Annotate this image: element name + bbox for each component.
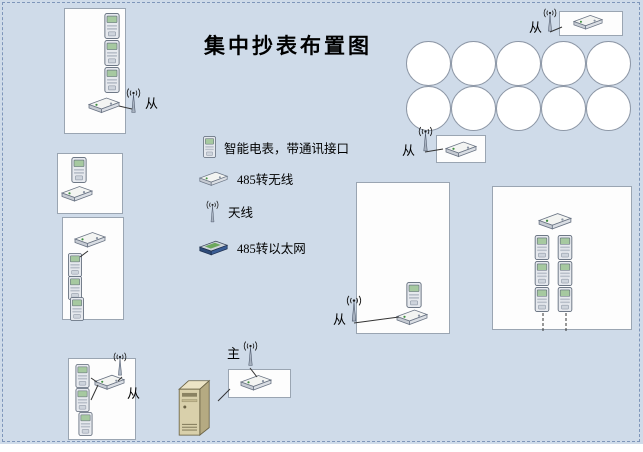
legend-label: 485转以太网	[237, 242, 306, 256]
rs485-to-wireless-icon	[444, 140, 478, 158]
legend-item-antenna: 天线	[205, 197, 253, 225]
coverage-circle	[451, 41, 496, 86]
device-group-box	[57, 153, 123, 214]
coverage-circle	[406, 86, 451, 131]
slave-label: 从	[145, 96, 159, 111]
meter-icon	[557, 287, 573, 312]
meter-icon	[557, 235, 573, 260]
meter-icon	[69, 297, 85, 321]
meter-icon	[75, 364, 90, 388]
meter-icon	[78, 412, 93, 436]
meter-icon	[203, 136, 216, 158]
meter-icon	[71, 157, 87, 183]
rs485-to-ethernet-icon	[198, 238, 229, 257]
rs485-to-wireless-icon	[73, 230, 107, 249]
computer-icon	[175, 377, 219, 437]
meter-icon	[104, 13, 120, 39]
page-title: 集中抄表布置图	[204, 34, 372, 58]
rs485-to-wireless-icon	[537, 211, 573, 231]
antenna-icon	[417, 123, 434, 154]
rs485-to-wireless-icon	[87, 96, 121, 114]
rs485-to-wireless-icon	[198, 170, 229, 187]
device-group-box	[356, 182, 450, 334]
meter-icon	[534, 287, 550, 312]
meter-icon	[67, 253, 83, 277]
coverage-circle	[541, 86, 586, 131]
rs485-to-wireless-icon	[60, 184, 94, 203]
bottom-margin	[0, 444, 643, 452]
legend-label: 485转无线	[237, 173, 294, 187]
legend-item-rs485-wireless: 485转无线	[198, 169, 293, 188]
slave-label: 从	[127, 386, 141, 401]
meter-icon	[104, 67, 120, 93]
rs485-to-wireless-icon	[572, 13, 604, 31]
slave-label: 从	[333, 312, 347, 327]
coverage-circle	[496, 41, 541, 86]
antenna-icon	[242, 337, 259, 369]
antenna-icon	[345, 291, 363, 325]
coverage-circle	[586, 41, 631, 86]
coverage-circle	[586, 86, 631, 131]
coverage-circle	[451, 86, 496, 131]
antenna-icon	[205, 197, 220, 225]
master-label: 主	[227, 346, 241, 361]
slave-label: 从	[529, 20, 543, 35]
meter-icon	[534, 261, 550, 286]
legend-item-meter: 智能电表，带通讯接口	[203, 136, 349, 158]
legend-item-rs485-ethernet: 485转以太网	[198, 238, 306, 257]
antenna-icon	[125, 85, 142, 115]
rs485-to-wireless-icon	[239, 373, 273, 392]
legend-label: 智能电表，带通讯接口	[224, 141, 350, 156]
coverage-circle	[406, 41, 451, 86]
slave-label: 从	[402, 143, 416, 158]
antenna-icon	[112, 349, 128, 378]
meter-icon	[534, 235, 550, 260]
rs485-to-wireless-icon	[395, 308, 429, 326]
device-group-box	[559, 11, 623, 36]
meter-icon	[104, 40, 120, 66]
meter-icon	[406, 282, 422, 308]
legend-label: 天线	[228, 205, 254, 220]
coverage-circle	[496, 86, 541, 131]
coverage-circle	[541, 41, 586, 86]
meter-icon	[75, 388, 90, 412]
antenna-icon	[542, 5, 558, 34]
meter-icon	[557, 261, 573, 286]
